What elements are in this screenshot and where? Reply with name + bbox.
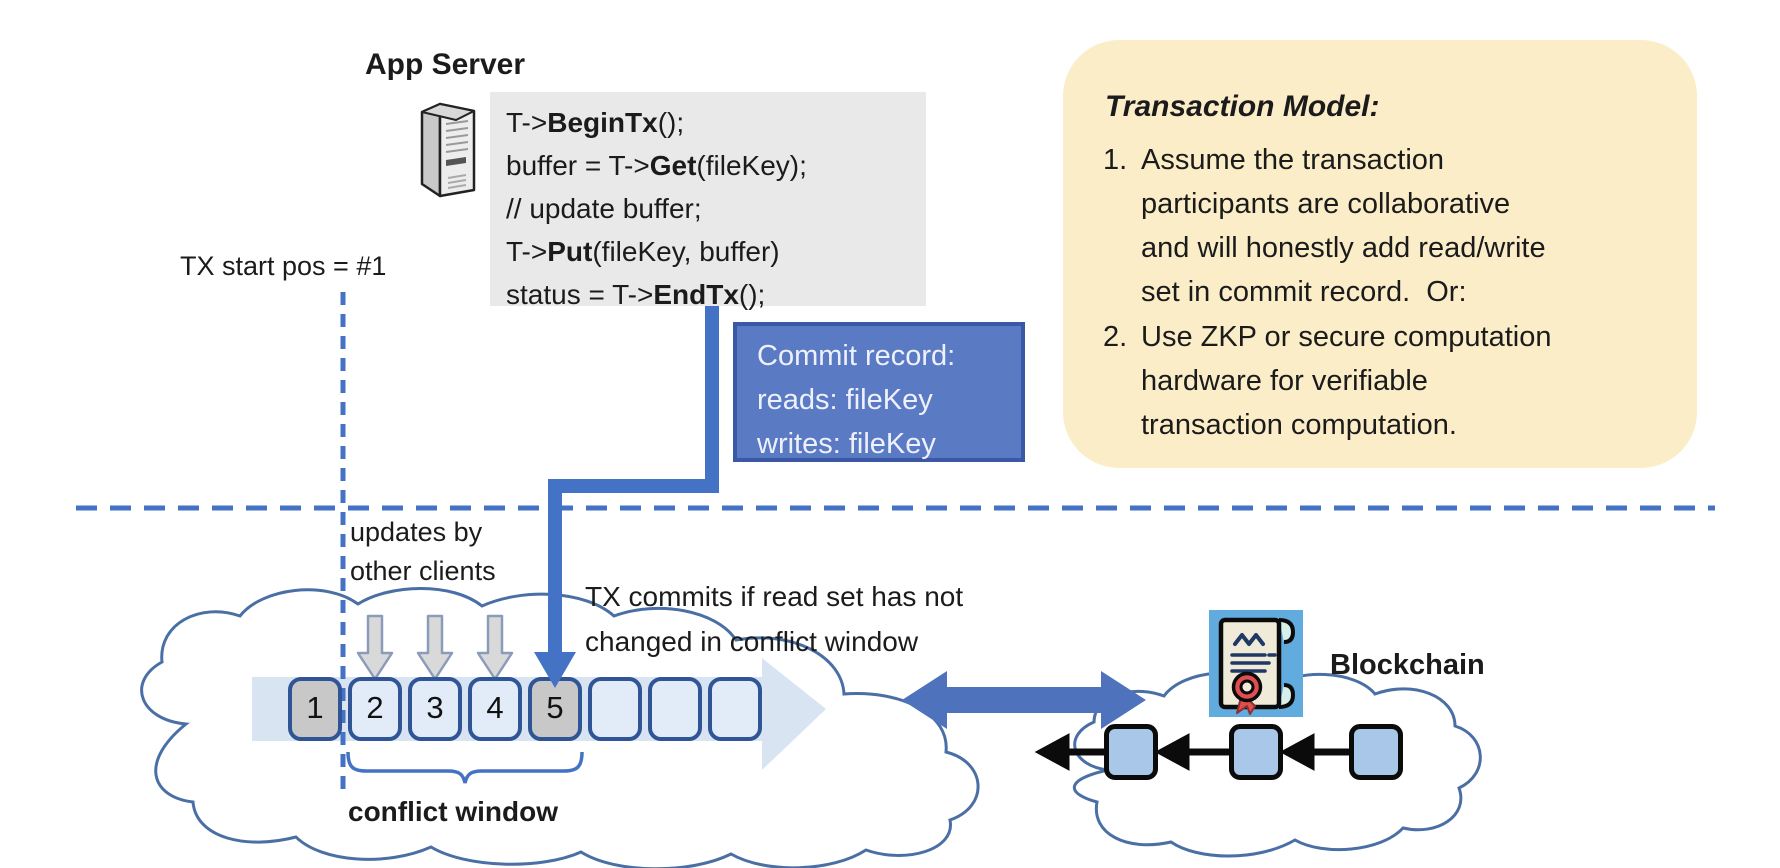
updates-by-other-clients-label: updates by other clients [350,517,496,586]
timeline-block-2: 2 [348,677,402,741]
code-line: T->BeginTx(); [506,107,685,138]
chain-block [1349,724,1403,780]
timeline-block-6 [588,677,642,741]
timeline-block-7 [648,677,702,741]
commit-record-line: writes: fileKey [757,428,936,460]
timeline-block-4: 4 [468,677,522,741]
down-arrow-icon [356,614,514,681]
commit-record-box: Commit record: reads: fileKey writes: fi… [733,322,1025,462]
server-icon [420,102,476,198]
tx-commits-label: TX commits if read set has not changed i… [585,581,964,657]
code-line: T->Put(fileKey, buffer) [506,236,780,267]
transaction-code-block: T->BeginTx(); buffer = T->Get(fileKey); … [490,92,926,310]
conflict-window-bracket [346,751,584,784]
commit-record-line: Commit record: [757,340,956,372]
certificate-icon [1209,610,1303,717]
timeline-block-5: 5 [528,677,582,741]
double-arrow-icon [902,671,1146,729]
code-line: status = T->EndTx(); [506,279,766,310]
chain-link-arrow-icon [1034,733,1351,771]
commit-record-line: reads: fileKey [757,384,933,416]
transaction-model-callout: Transaction Model: 1. Assume the transac… [1063,40,1697,468]
chain-block [1229,724,1283,780]
timeline-block-8 [708,677,762,741]
transaction-model-item-2: 2. Use ZKP or secure computation hardwar… [1103,321,1552,441]
code-line: buffer = T->Get(fileKey); [506,150,807,181]
transaction-model-item-1: 1. Assume the transaction participants a… [1103,144,1546,308]
app-server-title: App Server [364,48,526,81]
timeline-block-3: 3 [408,677,462,741]
tx-start-pos-label: TX start pos = #1 [180,251,387,281]
code-line: // update buffer; [506,193,702,224]
timeline-block-1: 1 [288,677,342,741]
transaction-model-title: Transaction Model: [1105,90,1380,123]
chain-block [1104,724,1158,780]
blockchain-label: Blockchain [1330,649,1485,681]
conflict-window-label: conflict window [348,796,558,827]
